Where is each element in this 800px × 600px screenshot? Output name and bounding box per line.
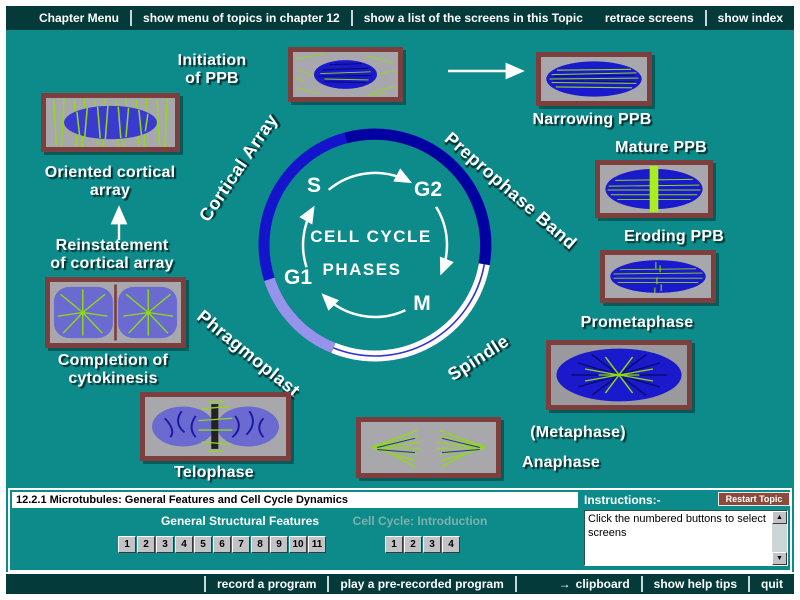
cell-cycle-ring: S G2 G1 M CELL CYCLE PHASES bbox=[258, 128, 492, 362]
thumbnail-anaphase bbox=[356, 417, 501, 478]
gsf-screen-button-3[interactable]: 3 bbox=[156, 536, 174, 553]
bottom-bar: record a program play a pre-recorded pro… bbox=[6, 572, 794, 594]
stage-label-completion-cytokinesis: Completion of cytokinesis bbox=[57, 352, 169, 387]
record-program-button[interactable]: record a program bbox=[217, 577, 317, 591]
anaphase-image bbox=[371, 429, 486, 468]
cell-cycle-buttons: 1 2 3 4 bbox=[385, 536, 461, 553]
clipboard-label: clipboard bbox=[575, 577, 630, 591]
clipboard-button[interactable]: → clipboard bbox=[548, 577, 641, 591]
stage-label-eroding-ppb: Eroding PPB bbox=[624, 228, 724, 245]
cc-screen-button-1[interactable]: 1 bbox=[385, 536, 403, 553]
gsf-screen-button-10[interactable]: 10 bbox=[289, 536, 307, 553]
instructions-box: Click the numbered buttons to select scr… bbox=[584, 510, 788, 566]
main-area: Chapter Menu show menu of topics in chap… bbox=[6, 6, 794, 594]
thumbnail-completion-cytokinesis bbox=[45, 277, 186, 348]
prometaphase-image bbox=[551, 345, 687, 405]
phase-cycle-arrows bbox=[299, 168, 454, 319]
thumbnail-prometaphase bbox=[546, 340, 692, 410]
menu-separator bbox=[704, 10, 707, 26]
gsf-screen-button-7[interactable]: 7 bbox=[232, 536, 250, 553]
instructions-label: Instructions:- bbox=[584, 493, 661, 507]
ring-phragmoplast-arc bbox=[264, 277, 336, 353]
show-help-tips-button[interactable]: show help tips bbox=[653, 577, 737, 591]
topic-title: 12.2.1 Microtubules: General Features an… bbox=[12, 492, 578, 508]
stage-label-metaphase: (Metaphase) bbox=[530, 424, 626, 441]
phase-label-m: M bbox=[413, 292, 431, 315]
microtubule-lines bbox=[294, 53, 397, 96]
gsf-screen-button-1[interactable]: 1 bbox=[118, 536, 136, 553]
menu-topics-in-chapter[interactable]: show menu of topics in chapter 12 bbox=[143, 11, 340, 25]
stage-label-oriented: Oriented cortical array bbox=[44, 164, 176, 199]
thumbnail-narrowing-ppb bbox=[536, 52, 652, 106]
gsf-screen-button-4[interactable]: 4 bbox=[175, 536, 193, 553]
thumbnail-mature-ppb bbox=[595, 160, 713, 218]
stage-label-prometaphase: Prometaphase bbox=[580, 314, 694, 331]
gsf-screen-button-6[interactable]: 6 bbox=[213, 536, 231, 553]
stage-label-narrowing-ppb: Narrowing PPB bbox=[532, 111, 652, 128]
center-title-line2: PHASES bbox=[323, 260, 402, 279]
center-title-line1: CELL CYCLE bbox=[310, 227, 431, 246]
bottom-bar-separator bbox=[327, 576, 330, 592]
telophase-image bbox=[152, 401, 279, 452]
stage-label-reinstatement: Reinstatement of cortical array bbox=[50, 237, 174, 272]
top-menu-bar: Chapter Menu show menu of topics in chap… bbox=[6, 6, 794, 30]
scrollbar[interactable]: ▲ ▼ bbox=[772, 511, 787, 565]
bottom-bar-separator bbox=[748, 576, 750, 592]
instructions-text: Click the numbered buttons to select scr… bbox=[588, 513, 766, 539]
menu-show-index[interactable]: show index bbox=[717, 11, 783, 25]
narrowing-ppb-image bbox=[546, 61, 642, 97]
menu-separator bbox=[350, 10, 353, 26]
oriented-cortical-array-image bbox=[52, 98, 169, 147]
bottom-bar-separator bbox=[514, 576, 517, 592]
gsf-screen-button-11[interactable]: 11 bbox=[308, 536, 326, 553]
menu-separator bbox=[130, 10, 133, 26]
completion-cytokinesis-image bbox=[53, 284, 178, 341]
stage-label-anaphase: Anaphase bbox=[521, 454, 601, 471]
thumbnail-eroding-ppb bbox=[600, 250, 716, 303]
arrow-initiation-to-narrowing bbox=[448, 62, 525, 80]
menu-retrace-screens[interactable]: retrace screens bbox=[604, 11, 694, 25]
thumbnail-telophase bbox=[140, 392, 291, 461]
eroding-ppb-image bbox=[610, 260, 706, 293]
thumbnail-oriented-cortical-array bbox=[41, 93, 180, 152]
thumbnail-initiation-ppb bbox=[288, 47, 403, 102]
play-program-button[interactable]: play a pre-recorded program bbox=[340, 577, 504, 591]
arrow-reinstatement-to-oriented bbox=[110, 205, 128, 240]
clipboard-arrow-icon: → bbox=[558, 577, 571, 591]
cc-screen-button-3[interactable]: 3 bbox=[423, 536, 441, 553]
phase-label-g2: G2 bbox=[414, 178, 442, 201]
gsf-screen-button-5[interactable]: 5 bbox=[194, 536, 212, 553]
general-features-buttons: 1 2 3 4 5 6 7 8 9 10 11 bbox=[118, 536, 327, 553]
stage-label-mature-ppb: Mature PPB bbox=[615, 139, 707, 156]
ring-spindle-arc-line bbox=[333, 264, 486, 357]
gsf-screen-button-2[interactable]: 2 bbox=[137, 536, 155, 553]
control-panel: 12.2.1 Microtubules: General Features an… bbox=[8, 488, 792, 572]
phase-label-g1: G1 bbox=[284, 266, 312, 289]
cc-screen-button-2[interactable]: 2 bbox=[404, 536, 422, 553]
general-features-label: General Structural Features bbox=[160, 514, 320, 528]
stage-label-telophase: Telophase bbox=[174, 464, 254, 481]
stage-label-initiation-ppb: Initiation of PPB bbox=[177, 52, 247, 87]
bottom-bar-separator bbox=[640, 576, 643, 592]
mature-ppb-image bbox=[605, 165, 703, 213]
phase-label-s: S bbox=[307, 174, 321, 197]
restart-topic-button[interactable]: Restart Topic bbox=[718, 492, 790, 506]
gsf-screen-button-9[interactable]: 9 bbox=[270, 536, 288, 553]
cell-cycle-label: Cell Cycle: Introduction bbox=[352, 514, 488, 528]
ring-preprophase-arc bbox=[344, 128, 492, 265]
cc-screen-button-4[interactable]: 4 bbox=[442, 536, 460, 553]
quit-button[interactable]: quit bbox=[761, 577, 783, 591]
menu-chapter-menu[interactable]: Chapter Menu bbox=[39, 11, 120, 25]
scroll-down-button[interactable]: ▼ bbox=[772, 552, 787, 565]
bottom-bar-separator bbox=[204, 576, 206, 592]
menu-screens-in-topic[interactable]: show a list of the screens in this Topic bbox=[363, 11, 583, 25]
scroll-up-button[interactable]: ▲ bbox=[772, 511, 787, 524]
gsf-screen-button-8[interactable]: 8 bbox=[251, 536, 269, 553]
initiation-ppb-image bbox=[294, 53, 397, 96]
